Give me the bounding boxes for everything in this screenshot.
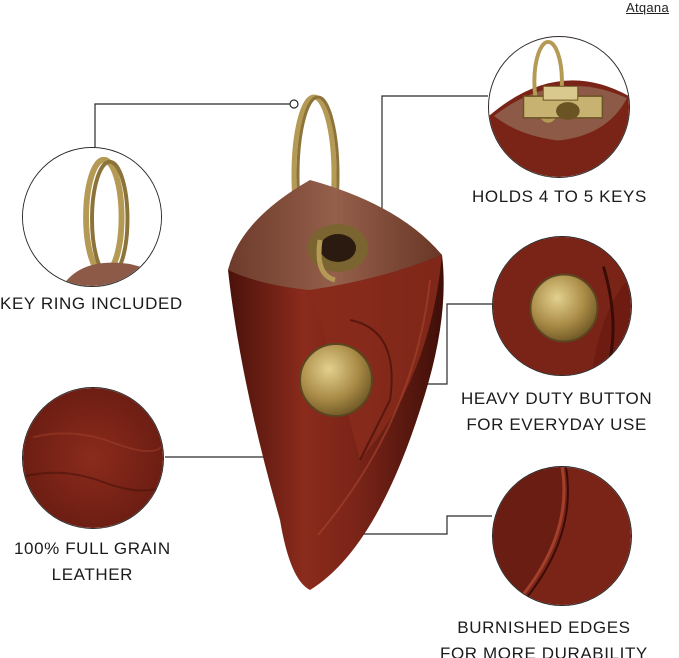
button-label-line2: FOR EVERYDAY USE <box>466 415 647 434</box>
key-ring-closeup-icon <box>23 148 161 286</box>
button-label-line1: HEAVY DUTY BUTTON <box>461 389 653 408</box>
button-label: HEAVY DUTY BUTTON FOR EVERYDAY USE <box>461 386 652 438</box>
leather-label-line2: LEATHER <box>51 565 134 584</box>
leather-label-line1: 100% FULL GRAIN <box>14 539 171 558</box>
button-closeup-circle <box>492 236 632 376</box>
holds-keys-label: HOLDS 4 TO 5 KEYS <box>472 187 647 206</box>
key-ring-label: KEY RING INCLUDED <box>0 294 183 313</box>
button-closeup-icon <box>493 237 631 375</box>
edges-closeup-circle <box>492 466 632 606</box>
leather-closeup-circle <box>22 387 164 529</box>
leather-label: 100% FULL GRAIN LEATHER <box>14 536 171 588</box>
key-holder-product-image <box>200 80 480 600</box>
edges-label-line1: BURNISHED EDGES <box>457 618 631 637</box>
edges-label-line2: FOR MORE DURABILITY <box>440 644 648 658</box>
edges-label: BURNISHED EDGES FOR MORE DURABILITY <box>440 615 648 658</box>
brand-logo[interactable]: Atqana <box>625 0 669 15</box>
burnished-edge-icon <box>493 467 631 605</box>
keys-closeup-icon <box>489 37 629 177</box>
key-ring-closeup-circle <box>22 147 162 287</box>
leather-texture-icon <box>23 388 163 528</box>
holds-keys-closeup-circle <box>488 36 630 178</box>
